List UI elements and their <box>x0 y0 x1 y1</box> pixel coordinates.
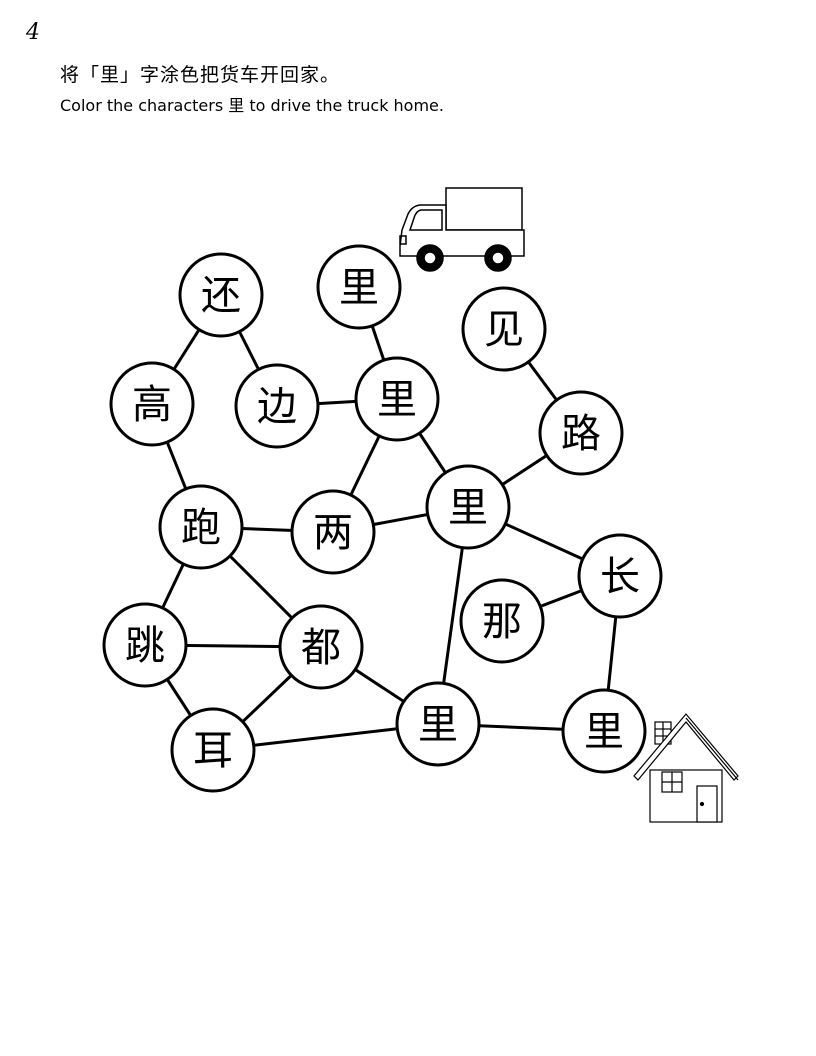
node-n9[interactable]: 两 <box>290 489 376 575</box>
node-n10[interactable]: 里 <box>425 464 511 550</box>
node-n7[interactable]: 路 <box>538 390 624 476</box>
node-n3[interactable]: 见 <box>461 286 547 372</box>
house-icon <box>633 713 739 823</box>
node-character: 高 <box>132 382 172 428</box>
node-n5[interactable]: 边 <box>234 363 320 449</box>
node-character: 两 <box>313 510 353 556</box>
instruction-english: Color the characters 里 to drive the truc… <box>60 96 444 115</box>
node-n15[interactable]: 里 <box>395 681 481 767</box>
node-n2[interactable]: 里 <box>316 244 402 330</box>
node-n1[interactable]: 还 <box>178 252 264 338</box>
node-character: 里 <box>377 377 417 423</box>
node-character: 里 <box>448 485 488 531</box>
node-character: 耳 <box>193 728 233 774</box>
node-character: 跑 <box>181 505 221 551</box>
node-character: 边 <box>257 384 297 430</box>
node-n6[interactable]: 里 <box>354 356 440 442</box>
node-n17[interactable]: 耳 <box>170 707 256 793</box>
node-n12[interactable]: 那 <box>459 578 545 664</box>
node-character: 见 <box>484 307 524 353</box>
node-character: 跳 <box>125 623 165 669</box>
node-character: 里 <box>584 709 624 755</box>
node-n11[interactable]: 长 <box>577 533 663 619</box>
node-character: 还 <box>201 273 241 319</box>
instruction-chinese: 将「里」字涂色把货车开回家。 <box>60 64 341 86</box>
page-number: 4 <box>26 20 40 45</box>
node-n16[interactable]: 里 <box>561 688 647 774</box>
node-character: 里 <box>339 265 379 311</box>
node-n13[interactable]: 跳 <box>102 602 188 688</box>
node-n8[interactable]: 跑 <box>158 484 244 570</box>
node-character: 都 <box>301 625 341 671</box>
node-character: 路 <box>561 411 601 457</box>
node-n4[interactable]: 高 <box>109 361 195 447</box>
node-character: 那 <box>482 599 522 645</box>
node-n14[interactable]: 都 <box>278 604 364 690</box>
node-character: 长 <box>600 554 640 600</box>
truck-icon <box>399 187 525 272</box>
node-character: 里 <box>418 702 458 748</box>
